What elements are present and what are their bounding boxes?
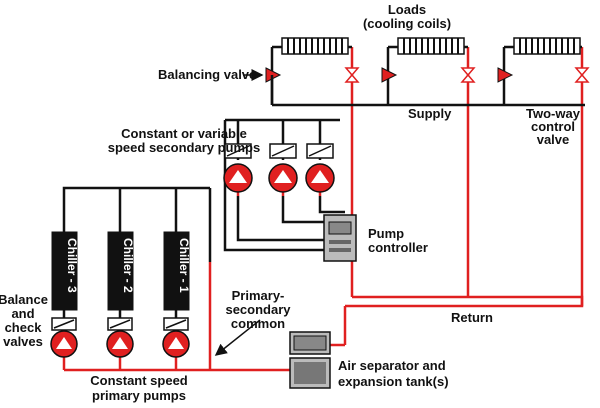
pump-controller-label-2: controller <box>368 240 428 255</box>
two-way-valve-label-2: control <box>531 119 575 134</box>
cooling-coils <box>272 37 582 55</box>
air-separator-label-1: Air separator and <box>338 358 446 373</box>
primary-secondary-label-2: secondary <box>225 302 291 317</box>
balance-check-label-2: and <box>11 306 34 321</box>
secondary-pumps-label-1: Constant or variable <box>121 126 247 141</box>
labels: Loads (cooling coils) Balancing valve Su… <box>0 2 581 403</box>
balancing-valve-label: Balancing valve <box>158 67 256 82</box>
two-way-valve-label-1: Two-way <box>526 106 581 121</box>
primary-pumps-label-1: Constant speed <box>90 373 188 388</box>
air-separator-label-2: expansion tank(s) <box>338 374 449 389</box>
check-valves <box>51 310 189 331</box>
pump-controller <box>323 214 357 262</box>
annotation-arrows <box>214 69 264 356</box>
primary-pumps <box>50 330 190 358</box>
secondary-pumps <box>223 143 335 193</box>
balance-check-label-1: Balance <box>0 292 48 307</box>
cooling-coils-label: (cooling coils) <box>363 16 451 31</box>
primary-secondary-label-3: common <box>231 316 285 331</box>
return-label: Return <box>451 310 493 325</box>
balance-check-label-3: check <box>5 320 43 335</box>
chiller-2-label: Chiller - 2 <box>121 238 135 293</box>
secondary-pumps-label-2: speed secondary pumps <box>108 140 260 155</box>
chillers: Chiller - 3 Chiller - 2 Chiller - 1 <box>51 231 191 311</box>
air-separator-tank <box>289 331 331 389</box>
pump-controller-label-1: Pump <box>368 226 404 241</box>
two-way-control-valves <box>344 67 590 83</box>
chiller-3-label: Chiller - 3 <box>65 238 79 293</box>
primary-secondary-label-1: Primary- <box>232 288 285 303</box>
primary-pumps-label-2: primary pumps <box>92 388 186 403</box>
chiller-1-label: Chiller - 1 <box>177 238 191 293</box>
balancing-valves <box>265 67 514 105</box>
loads-label: Loads <box>388 2 426 17</box>
supply-label: Supply <box>408 106 452 121</box>
two-way-valve-label-3: valve <box>537 132 570 147</box>
balance-check-label-4: valves <box>3 334 43 349</box>
